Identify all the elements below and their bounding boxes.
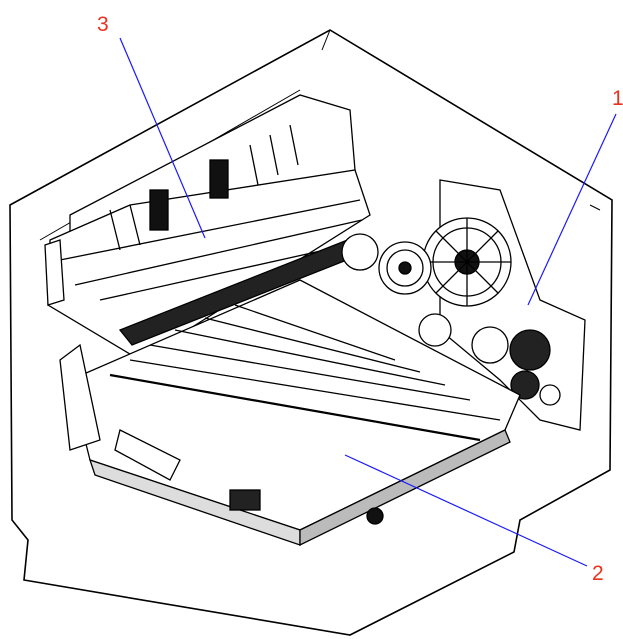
callout-number-1: 1 (612, 87, 623, 110)
housing-outline (9, 29, 613, 636)
leader-line-2 (344, 454, 588, 567)
fuser-assembly (44, 94, 374, 361)
leader-line-1 (527, 113, 617, 306)
callout-number-3: 3 (97, 13, 109, 36)
transfer-tray (59, 279, 521, 547)
leader-line-3 (119, 37, 206, 239)
callout-number-2: 2 (592, 562, 604, 585)
gear-train (341, 179, 586, 431)
